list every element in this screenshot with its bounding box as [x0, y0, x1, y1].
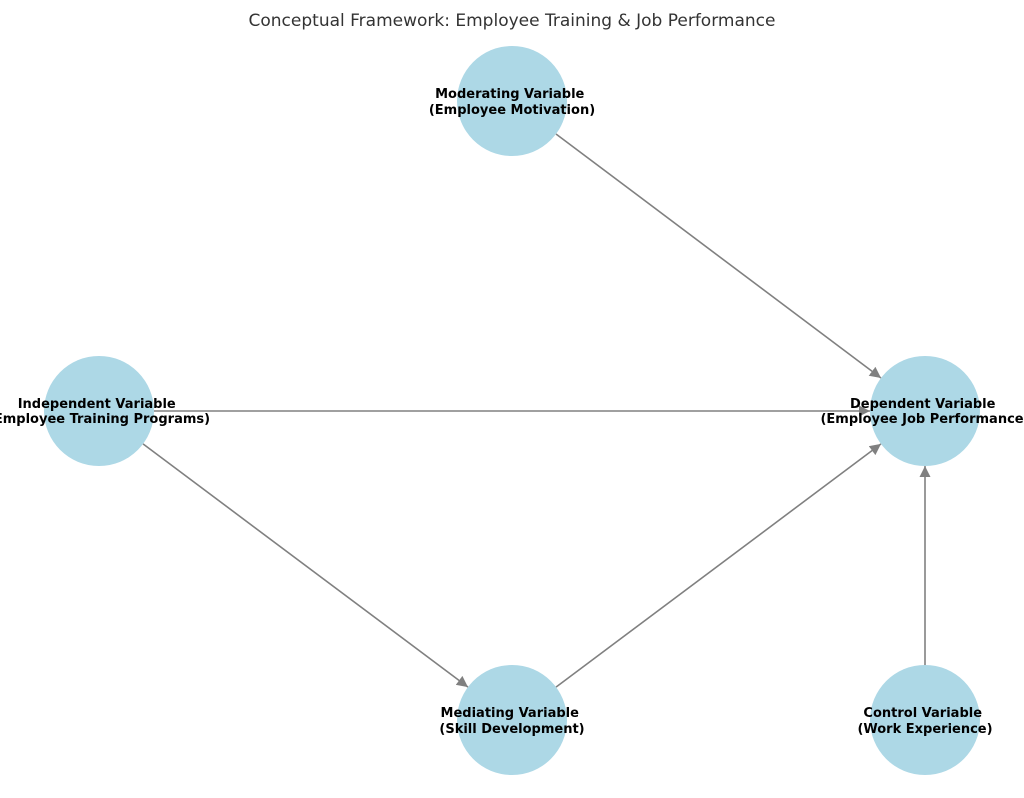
- node-independent: Independent Variable (Employee Training …: [0, 356, 210, 466]
- node-mediating-line1: Mediating Variable: [441, 706, 580, 721]
- node-dependent-label: Dependent Variable (Employee Job Perform…: [820, 397, 1024, 427]
- node-independent-line2: (Employee Training Programs): [0, 412, 210, 427]
- node-control-line2: (Work Experience): [857, 722, 992, 737]
- diagram-title: Conceptual Framework: Employee Training …: [249, 11, 776, 31]
- edge-moderating-to-dependent: [556, 134, 881, 378]
- node-mediating-label: Mediating Variable (Skill Development): [439, 706, 584, 737]
- node-control-line1: Control Variable: [863, 706, 982, 721]
- node-moderating-line1: Moderating Variable: [435, 87, 584, 102]
- node-moderating-label: Moderating Variable (Employee Motivation…: [429, 87, 595, 118]
- node-dependent: Dependent Variable (Employee Job Perform…: [820, 356, 1024, 466]
- node-independent-label: Independent Variable (Employee Training …: [0, 397, 210, 427]
- edge-independent-to-mediating: [143, 444, 468, 687]
- node-dependent-line1: Dependent Variable: [850, 397, 996, 412]
- node-control-label: Control Variable (Work Experience): [857, 706, 992, 737]
- node-moderating: Moderating Variable (Employee Motivation…: [429, 46, 595, 156]
- node-independent-line1: Independent Variable: [18, 397, 176, 412]
- edges-layer: [143, 134, 925, 687]
- node-mediating-line2: (Skill Development): [439, 722, 584, 737]
- node-control: Control Variable (Work Experience): [857, 665, 992, 775]
- node-dependent-line2: (Employee Job Performance): [820, 412, 1024, 427]
- node-moderating-line2: (Employee Motivation): [429, 103, 595, 118]
- edge-mediating-to-dependent: [556, 444, 881, 687]
